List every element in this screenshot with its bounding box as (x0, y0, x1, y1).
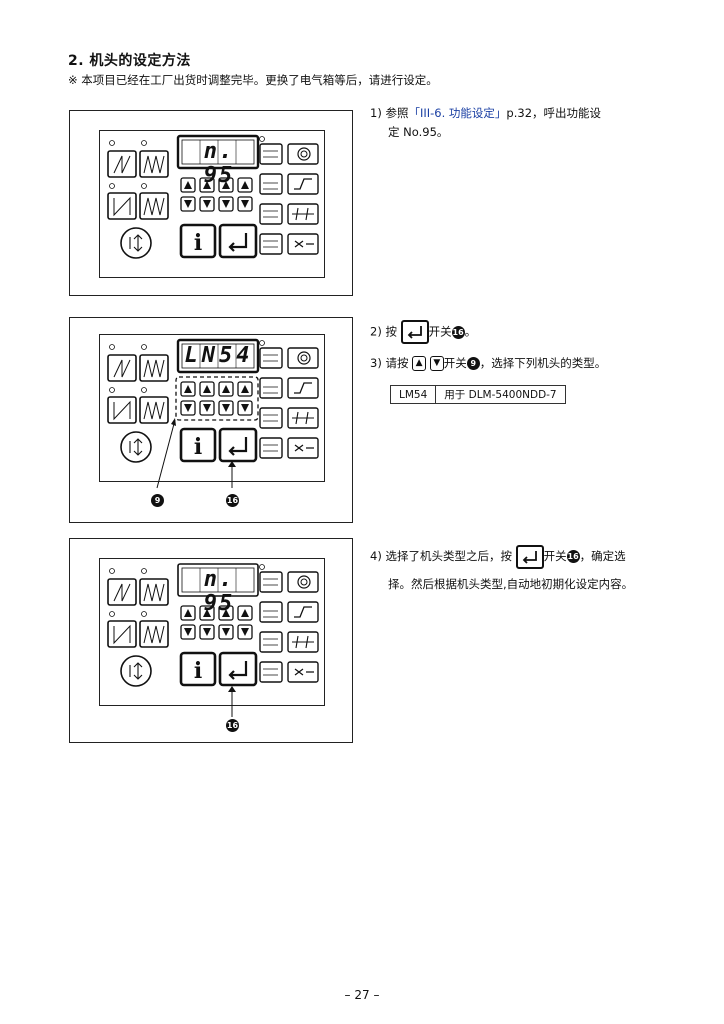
display-text: n. 95 (203, 139, 235, 188)
enter-key-icon (515, 544, 544, 569)
arrow-keys (180, 177, 253, 212)
function-keys (259, 564, 319, 683)
panel-drawing: i (107, 134, 319, 259)
svg-text:i: i (194, 434, 202, 460)
setup-note: ※ 本项目已经在工厂出货时调整完毕。更换了电气箱等后，请进行设定。 (68, 73, 438, 87)
function-keys (259, 136, 319, 255)
callout-9-inline: 9 (466, 357, 480, 370)
info-and-enter-keys: i (179, 651, 258, 687)
svg-text:i: i (194, 230, 202, 256)
callout-arrows (156, 418, 236, 489)
step-2-switch: 开关 (428, 324, 452, 339)
arrow-keys (180, 605, 253, 640)
figure-panel-2: i LN54 (69, 317, 353, 523)
svg-text:i: i (194, 658, 202, 684)
up-arrow-key-icon: ▲ (412, 356, 427, 371)
operation-panel: i LN54 (99, 334, 325, 482)
step-3-switch: 开关 (443, 356, 467, 370)
arrow-keys (180, 381, 253, 416)
figure-panel-3: i n. 95 16 (69, 538, 353, 743)
step-1-prefix: 1) 参照 (370, 106, 409, 120)
page-number: – 27 – (344, 988, 380, 1002)
step-4-switch: 开关 (543, 549, 567, 563)
step-1: 1) 参照「III-6. 功能设定」p.32，呼出功能设 定 No.95。 (370, 104, 601, 142)
info-and-enter-keys: i (179, 223, 258, 259)
panel-drawing: i (107, 338, 319, 463)
figure-panel-1: i n. 95 (69, 110, 353, 296)
display-text: n. 95 (203, 567, 235, 616)
step-4-prefix: 4) 选择了机头类型之后，按 (370, 549, 512, 563)
step-4-line2: 择。然后根据机头类型,自动地初期化设定内容。 (388, 577, 634, 591)
callout-9: 9 (151, 494, 164, 507)
panel-drawing: i (107, 563, 319, 687)
step-4: 4) 选择了机头类型之后，按 开关16，确定选 择。然后根据机头类型,自动地初期… (370, 542, 633, 598)
callout-16-inline: 16 (451, 325, 465, 339)
callout-16: 16 (226, 719, 239, 732)
callout-16-inline: 16 (566, 550, 580, 563)
stitch-keys (107, 140, 169, 259)
enter-key-icon (400, 320, 429, 344)
led-display (176, 338, 260, 374)
step-3-suffix: ，选择下列机头的类型。 (479, 356, 607, 370)
stitch-keys (107, 344, 169, 463)
step-3-prefix: 3) 请按 (370, 356, 409, 370)
section-heading: 2. 机头的设定方法 (68, 53, 191, 69)
function-setting-link[interactable]: 「III-6. 功能设定」 (408, 106, 507, 120)
table-cell-description: 用于 DLM-5400NDD-7 (435, 385, 566, 404)
operation-panel: i n. 95 (99, 130, 325, 278)
stitch-keys (107, 568, 169, 687)
step-1-suffix: p.32，呼出功能设 (506, 106, 602, 120)
callout-arrows (228, 686, 236, 717)
table-cell-model: LM54 (389, 385, 437, 404)
info-and-enter-keys: i (179, 427, 258, 463)
operation-panel: i n. 95 (99, 558, 325, 706)
head-type-table: LM54 用于 DLM-5400NDD-7 (389, 385, 566, 404)
step-4-suffix: ，确定选 (579, 549, 626, 563)
display-text: LN54 (184, 343, 254, 368)
step-2-end: 。 (464, 324, 477, 339)
step-2: 2) 按 开关16。 (370, 320, 476, 344)
callout-16: 16 (226, 494, 239, 507)
step-2-prefix: 2) 按 (370, 324, 397, 339)
table-row: LM54 用于 DLM-5400NDD-7 (389, 385, 566, 404)
function-keys (259, 340, 319, 459)
led-display (177, 563, 259, 597)
down-arrow-key-icon: ▼ (429, 356, 444, 371)
arrow-keys-highlight (175, 376, 259, 421)
step-1-line2: 定 No.95。 (388, 125, 449, 139)
led-display (176, 134, 260, 170)
